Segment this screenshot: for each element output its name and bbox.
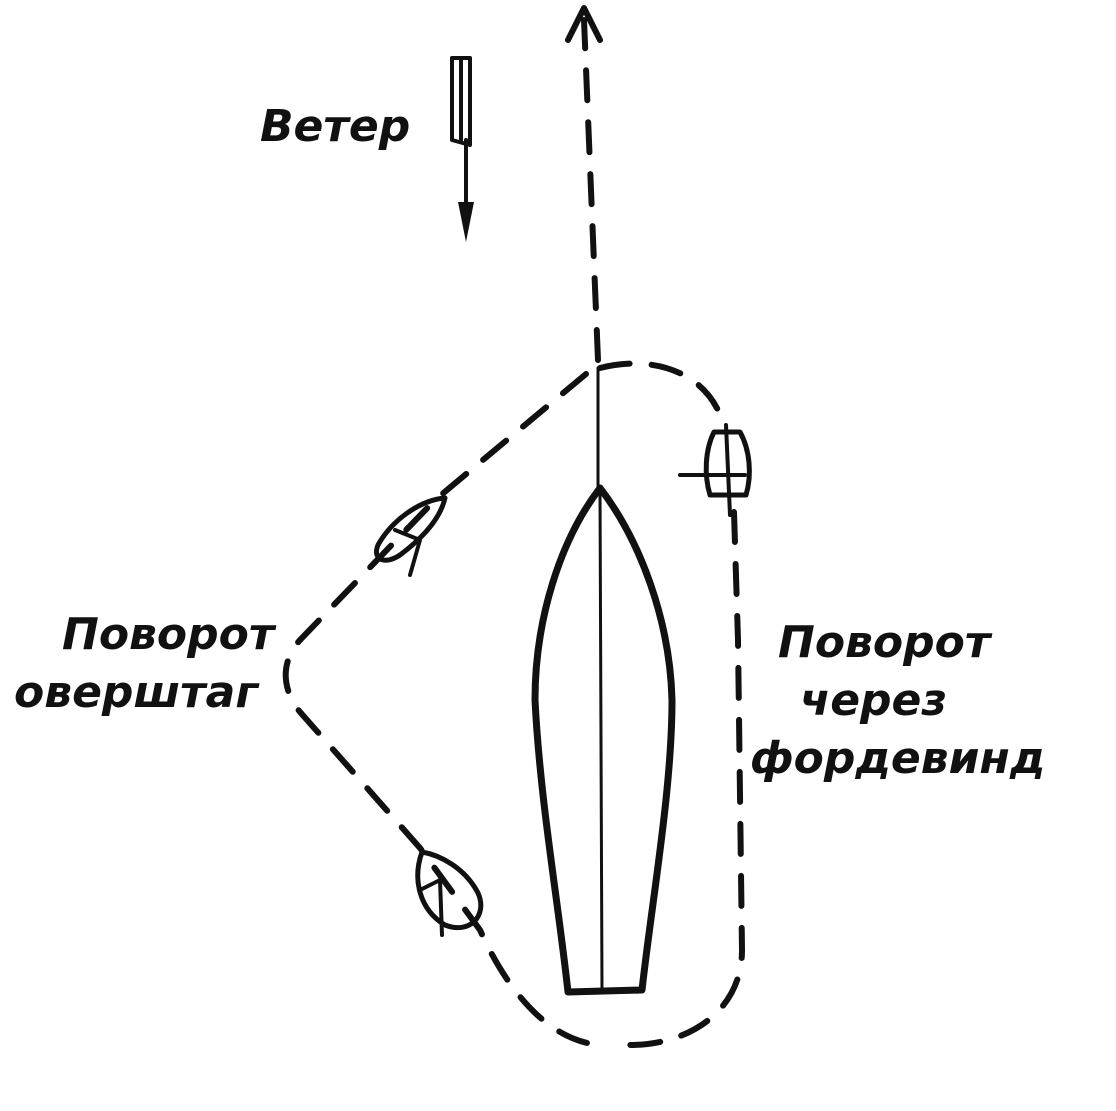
sailboat-icon — [415, 849, 484, 937]
wind-direction-arrow-icon — [450, 56, 474, 242]
boat-hull — [531, 366, 676, 996]
sailboat-icon — [678, 423, 752, 517]
upwind-course-arrow-icon — [565, 5, 603, 363]
wind-label: Ветер — [260, 101, 411, 152]
tack-label-line-1: Поворот — [62, 609, 275, 660]
gybe-label-line-1: Поворот — [778, 617, 991, 668]
gybe-path — [597, 360, 745, 1048]
gybe-label-line-2: через — [800, 675, 947, 726]
sailboat-icon — [374, 495, 448, 577]
gybe-label-line-3: фордевинд — [750, 733, 1046, 784]
tack-label-line-2: оверштаг — [14, 667, 259, 718]
tack-path — [282, 371, 603, 1048]
